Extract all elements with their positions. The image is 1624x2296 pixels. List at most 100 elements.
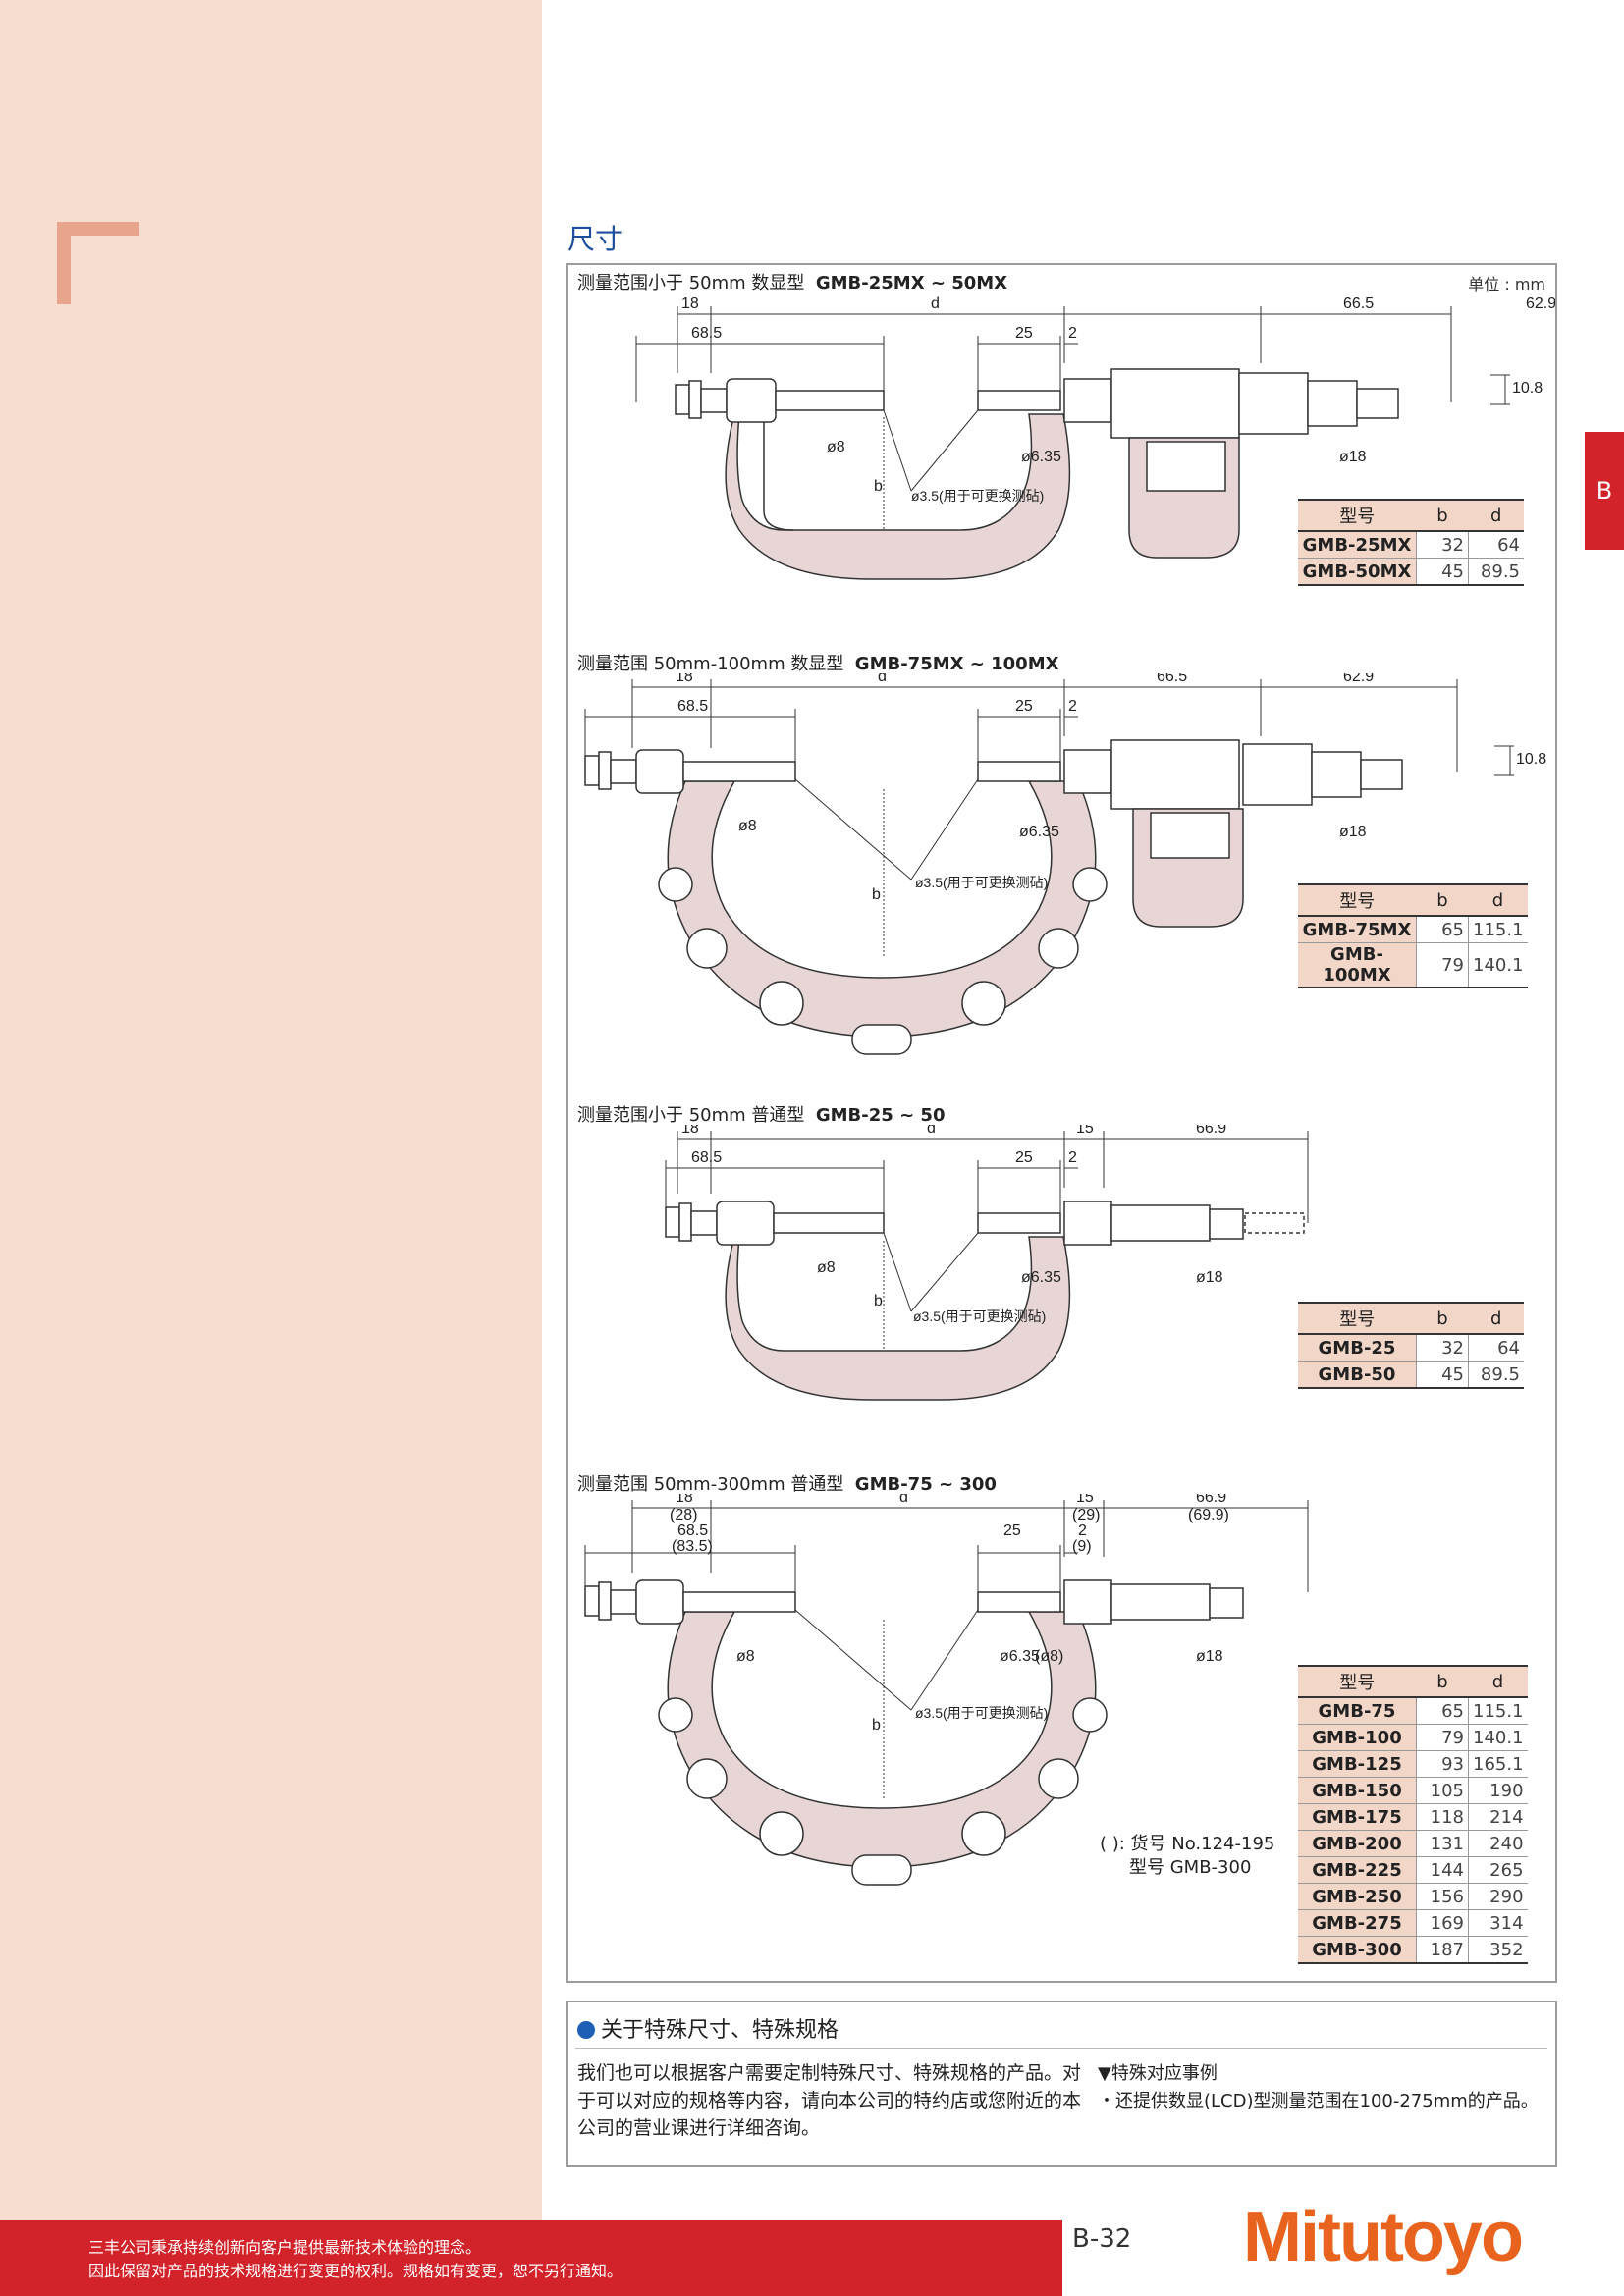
bullet-dot-icon xyxy=(577,2021,595,2039)
special-heading: 关于特殊尺寸、特殊规格 xyxy=(577,2012,839,2044)
diagram-2-title: 测量范围 50mm-100mm 数显型 GMB-75MX ~ 100MX xyxy=(577,654,1059,674)
special-body: 我们也可以根据客户需要定制特殊尺寸、特殊规格的产品。对于可以对应的规格等内容，请… xyxy=(577,2062,1082,2139)
svg-text:ø8: ø8 xyxy=(827,439,845,455)
svg-text:18: 18 xyxy=(676,673,693,685)
micrometer-drawing-1: 18 d 66.5 62.9 68.5 25 2 ø3.5(用于可更换测砧) b… xyxy=(635,295,1555,580)
micrometer-drawing-4: 18 (28) d 15 (29) 66.9 (69.9) 68.5 (83.5… xyxy=(584,1494,1309,1886)
corner-mark xyxy=(57,222,139,304)
svg-text:25: 25 xyxy=(1003,1522,1021,1539)
svg-text:68.5: 68.5 xyxy=(691,1149,722,1166)
svg-text:(83.5): (83.5) xyxy=(672,1538,713,1555)
micrometer-drawing-2: 18 d 66.5 62.9 68.5 25 2 ø3.5(用于可更换测砧) b… xyxy=(584,673,1546,1055)
svg-text:ø3.5(用于可更换测砧): ø3.5(用于可更换测砧) xyxy=(913,1308,1046,1324)
svg-text:d: d xyxy=(878,673,887,685)
svg-text:66.5: 66.5 xyxy=(1157,673,1187,685)
footer-bar: 三丰公司秉承持续创新向客户提供最新技术体验的理念。 因此保留对产品的技术规格进行… xyxy=(0,2220,1062,2296)
svg-text:ø3.5(用于可更换测砧): ø3.5(用于可更换测砧) xyxy=(915,1705,1048,1721)
svg-text:(29): (29) xyxy=(1072,1507,1100,1523)
svg-text:25: 25 xyxy=(1015,325,1033,342)
svg-text:(9): (9) xyxy=(1072,1538,1092,1555)
svg-text:68.5: 68.5 xyxy=(677,698,708,715)
svg-text:d: d xyxy=(899,1494,908,1506)
example-title: ▼特殊对应事例 xyxy=(1098,2063,1218,2084)
svg-text:(28): (28) xyxy=(670,1507,697,1523)
svg-text:25: 25 xyxy=(1015,698,1033,715)
diagram-1-title: 测量范围小于 50mm 数显型 GMB-25MX ~ 50MX xyxy=(577,273,1008,294)
svg-text:18: 18 xyxy=(676,1494,693,1506)
svg-text:66.5: 66.5 xyxy=(1343,295,1374,312)
unit-label: 单位 : mm xyxy=(1468,275,1545,294)
example-item: ・还提供数显(LCD)型测量范围在100-275mm的产品。 xyxy=(1098,2091,1539,2111)
svg-text:62.9: 62.9 xyxy=(1343,673,1374,685)
svg-text:2: 2 xyxy=(1078,1522,1087,1539)
svg-text:ø6.35: ø6.35 xyxy=(1021,1269,1061,1286)
svg-text:ø3.5(用于可更换测砧): ø3.5(用于可更换测砧) xyxy=(911,488,1044,504)
svg-text:18: 18 xyxy=(681,295,699,312)
note-line-1: ( ): 货号 No.124-195 xyxy=(1100,1834,1275,1854)
micrometer-drawing-3: 18 d 15 66.9 68.5 25 2 ø3.5(用于可更换测砧) b ø… xyxy=(665,1125,1309,1401)
svg-text:ø18: ø18 xyxy=(1196,1648,1223,1665)
diagram-3-title: 测量范围小于 50mm 普通型 GMB-25 ~ 50 xyxy=(577,1105,946,1126)
svg-text:66.9: 66.9 xyxy=(1196,1125,1226,1137)
svg-text:(ø8): (ø8) xyxy=(1035,1648,1063,1665)
page-number: B-32 xyxy=(1072,2224,1132,2254)
svg-text:2: 2 xyxy=(1068,1149,1077,1166)
svg-text:ø8: ø8 xyxy=(736,1648,755,1665)
svg-text:68.5: 68.5 xyxy=(691,325,722,342)
svg-text:ø18: ø18 xyxy=(1339,449,1367,465)
diagram-4-title: 测量范围 50mm-300mm 普通型 GMB-75 ~ 300 xyxy=(577,1474,997,1495)
svg-text:62.9: 62.9 xyxy=(1526,295,1555,312)
svg-text:ø6.35: ø6.35 xyxy=(1019,824,1059,840)
svg-text:b: b xyxy=(872,1717,881,1734)
svg-text:d: d xyxy=(931,295,940,312)
svg-text:ø18: ø18 xyxy=(1196,1269,1223,1286)
svg-text:b: b xyxy=(874,478,883,495)
svg-text:ø8: ø8 xyxy=(738,818,757,834)
svg-text:(69.9): (69.9) xyxy=(1188,1507,1229,1523)
mitutoyo-logo: Mitutoyo xyxy=(1243,2198,1524,2276)
svg-text:ø3.5(用于可更换测砧): ø3.5(用于可更换测砧) xyxy=(915,875,1048,890)
footer-line-1: 三丰公司秉承持续创新向客户提供最新技术体验的理念。 xyxy=(88,2238,482,2257)
footer-line-2: 因此保留对产品的技术规格进行变更的权利。规格如有变更，恕不另行通知。 xyxy=(88,2262,623,2280)
svg-text:68.5: 68.5 xyxy=(677,1522,708,1539)
svg-text:b: b xyxy=(874,1293,883,1309)
svg-text:18: 18 xyxy=(681,1125,699,1137)
dimensions-frame: 单位 : mm 测量范围小于 50mm 数显型 GMB-25MX ~ 50MX xyxy=(566,263,1557,1983)
svg-text:2: 2 xyxy=(1068,325,1077,342)
svg-text:ø6.35: ø6.35 xyxy=(1021,449,1061,465)
svg-text:d: d xyxy=(927,1125,936,1137)
svg-text:25: 25 xyxy=(1015,1149,1033,1166)
left-sidebar xyxy=(0,0,542,2296)
svg-text:15: 15 xyxy=(1076,1494,1094,1506)
svg-text:ø18: ø18 xyxy=(1339,824,1367,840)
svg-text:b: b xyxy=(872,886,881,903)
svg-text:15: 15 xyxy=(1076,1125,1094,1137)
svg-text:66.9: 66.9 xyxy=(1196,1494,1226,1506)
section-title: 尺寸 xyxy=(568,223,623,255)
chapter-tab[interactable]: B xyxy=(1585,432,1624,550)
svg-text:10.8: 10.8 xyxy=(1516,751,1546,768)
svg-text:10.8: 10.8 xyxy=(1512,380,1543,397)
special-spec-box: 关于特殊尺寸、特殊规格 我们也可以根据客户需要定制特殊尺寸、特殊规格的产品。对于… xyxy=(566,2001,1557,2167)
svg-text:ø8: ø8 xyxy=(817,1259,836,1276)
svg-text:ø6.35: ø6.35 xyxy=(1000,1648,1040,1665)
